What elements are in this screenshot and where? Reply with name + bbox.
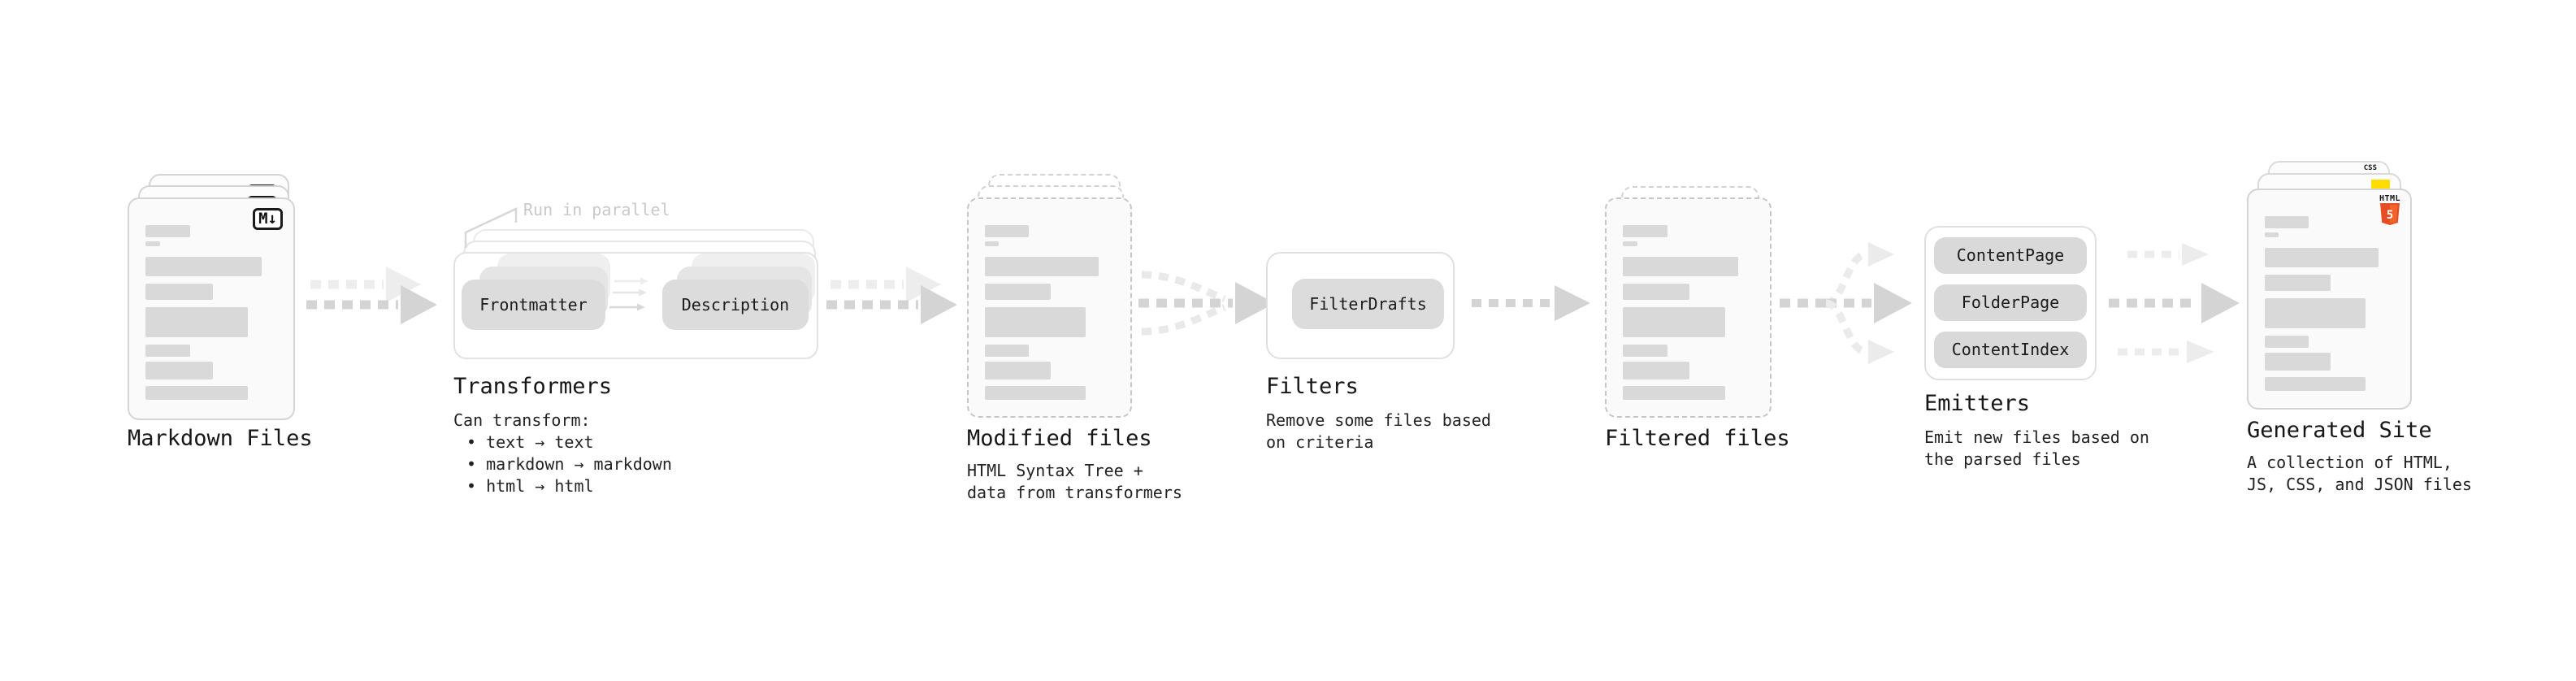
text-line-placeholder <box>145 241 160 246</box>
contentindex-pill: ContentIndex <box>1934 332 2087 368</box>
parallel-arrows-icon <box>609 277 648 311</box>
markdown-icon: M↓ <box>253 208 283 230</box>
filters-caption: Remove some files based on criteria <box>1266 410 1491 452</box>
text-line-placeholder <box>145 362 213 380</box>
description-pill: Description <box>662 280 809 330</box>
transformers-bullet: • text → text <box>466 432 594 452</box>
text-line-placeholder <box>2265 377 2366 391</box>
html5-icon-label: HTML <box>2379 194 2401 203</box>
arrow-transformers-to-modified <box>826 267 957 324</box>
arrow-emitters-to-generated <box>2109 243 2240 363</box>
arrow-filters-to-filtered <box>1472 285 1590 321</box>
stage-title-filters: Filters <box>1266 374 1359 399</box>
arrow-filtered-to-emitters <box>1780 242 1912 364</box>
stage-title-emitters: Emitters <box>1924 391 2031 416</box>
frontmatter-pill: Frontmatter <box>462 280 605 330</box>
text-line-placeholder <box>985 284 1052 300</box>
transformers-bullet: • markdown → markdown <box>466 454 672 474</box>
text-line-placeholder <box>2265 275 2331 291</box>
text-line-placeholder <box>1623 307 1725 337</box>
stage-title-markdown-files: Markdown Files <box>128 426 313 451</box>
markdown-file-card-front: M↓ <box>128 197 295 420</box>
text-line-placeholder <box>985 345 1030 357</box>
stage-title-generated-site: Generated Site <box>2247 418 2432 443</box>
text-line-placeholder <box>145 307 249 337</box>
text-line-placeholder <box>2265 336 2309 348</box>
text-line-placeholder <box>145 284 213 300</box>
text-line-placeholder <box>1623 345 1667 357</box>
modified-files-caption: HTML Syntax Tree + data from transformer… <box>967 461 1182 502</box>
text-line-placeholder <box>145 257 262 276</box>
text-line-placeholder <box>1623 362 1690 380</box>
note-connector-line <box>464 207 518 248</box>
emitters-caption: Emit new files based on the parsed files <box>1924 427 2149 469</box>
text-line-placeholder <box>1623 225 1667 237</box>
file-content-placeholder <box>2265 216 2394 391</box>
file-content-placeholder <box>145 225 277 400</box>
text-line-placeholder <box>2265 353 2331 371</box>
text-line-placeholder <box>985 362 1052 380</box>
transformers-caption-heading: Can transform: <box>453 410 591 430</box>
text-line-placeholder <box>145 225 191 237</box>
file-content-placeholder <box>1623 225 1754 400</box>
svg-text:5: 5 <box>2387 209 2393 222</box>
javascript-icon <box>2371 180 2390 190</box>
text-line-placeholder <box>1623 386 1725 400</box>
text-line-placeholder <box>985 241 1000 246</box>
stage-title-modified-files: Modified files <box>967 426 1152 451</box>
html5-shield-icon: 5 <box>2380 203 2400 225</box>
contentpage-pill: ContentPage <box>1934 237 2087 274</box>
arrow-markdown-to-transformers <box>306 267 437 324</box>
text-line-placeholder <box>985 386 1086 400</box>
text-line-placeholder <box>2265 232 2279 237</box>
html5-icon: HTML 5 <box>2378 194 2402 225</box>
filterdrafts-pill: FilterDrafts <box>1292 279 1444 329</box>
text-line-placeholder <box>985 307 1086 337</box>
arrow-modified-to-filters <box>1138 271 1275 336</box>
text-line-placeholder <box>1623 284 1690 300</box>
stage-title-filtered-files: Filtered files <box>1605 426 1790 451</box>
text-line-placeholder <box>2265 216 2309 228</box>
modified-file-card-front <box>967 197 1132 418</box>
text-line-placeholder <box>1623 257 1738 276</box>
text-line-placeholder <box>2265 248 2379 267</box>
text-line-placeholder <box>145 386 249 400</box>
stage-title-transformers: Transformers <box>453 374 613 399</box>
filtered-file-card-front <box>1605 197 1772 418</box>
text-line-placeholder <box>985 225 1030 237</box>
run-in-parallel-note: Run in parallel <box>523 200 670 219</box>
transformers-bullet: • html → html <box>466 476 594 496</box>
file-content-placeholder <box>985 225 1114 400</box>
generated-file-card-front: HTML 5 <box>2247 189 2412 410</box>
text-line-placeholder <box>2265 298 2366 328</box>
generated-site-caption: A collection of HTML, JS, CSS, and JSON … <box>2247 453 2472 494</box>
text-line-placeholder <box>985 257 1099 276</box>
text-line-placeholder <box>145 345 191 357</box>
folderpage-pill: FolderPage <box>1934 284 2087 321</box>
text-line-placeholder <box>1623 241 1637 246</box>
